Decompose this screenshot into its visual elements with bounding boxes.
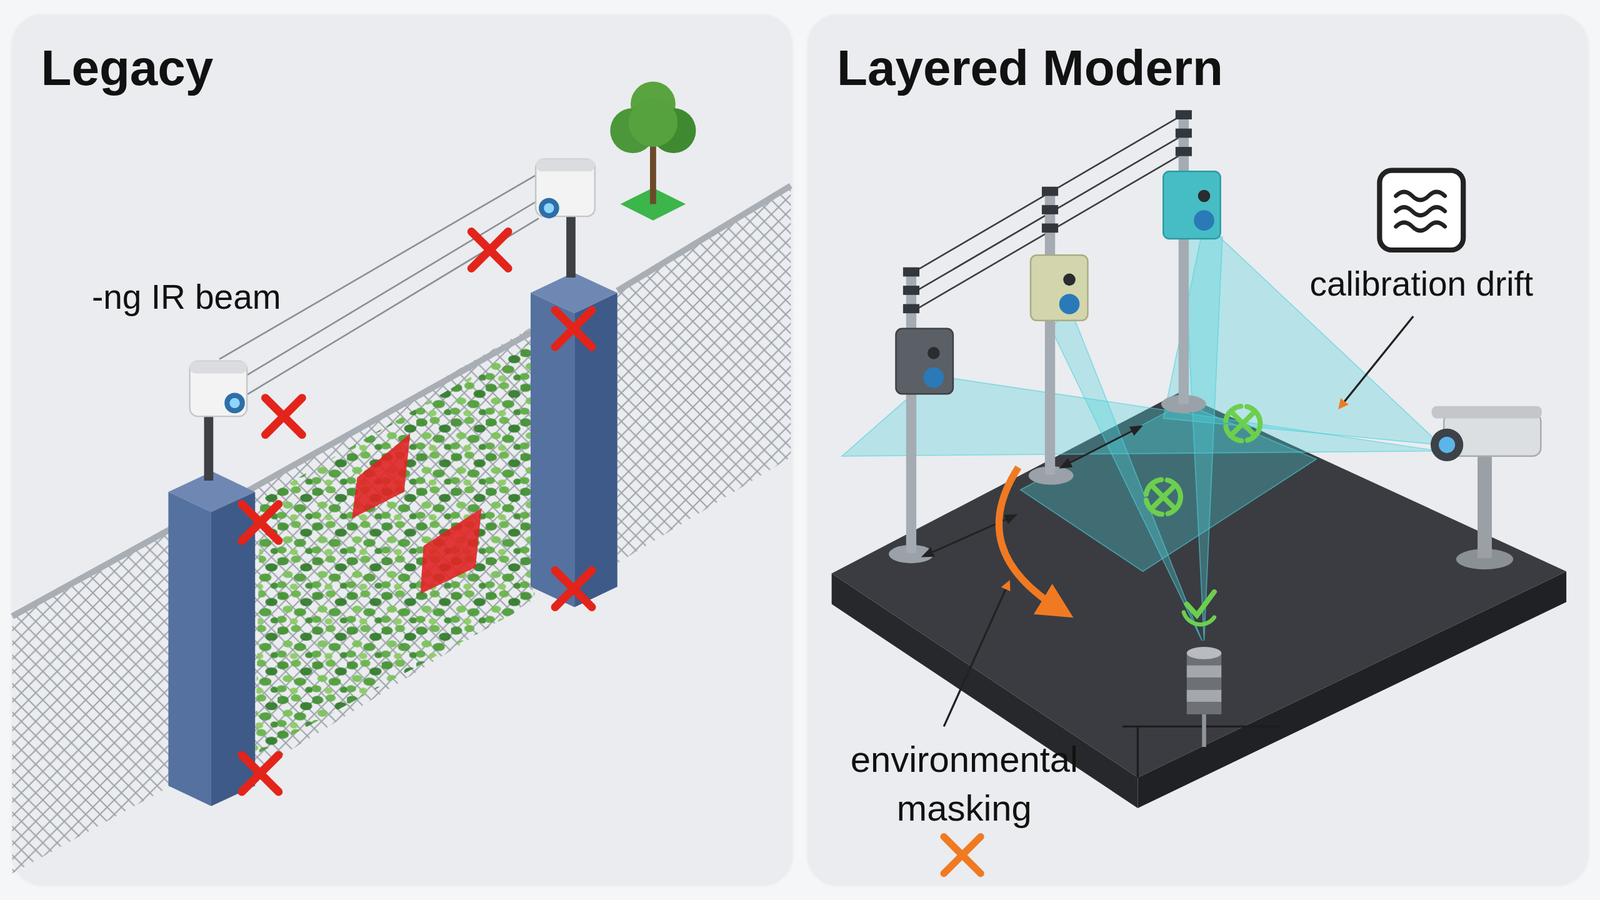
panel-title: Layered Modern: [808, 14, 1588, 96]
annotation-label: environmental masking: [826, 735, 1102, 834]
annotation-label: calibration drift: [1258, 264, 1585, 304]
panel: Legacy: [12, 14, 792, 884]
panel-title: Legacy: [12, 14, 792, 96]
annotation-label: -ng IR beam: [91, 277, 399, 317]
